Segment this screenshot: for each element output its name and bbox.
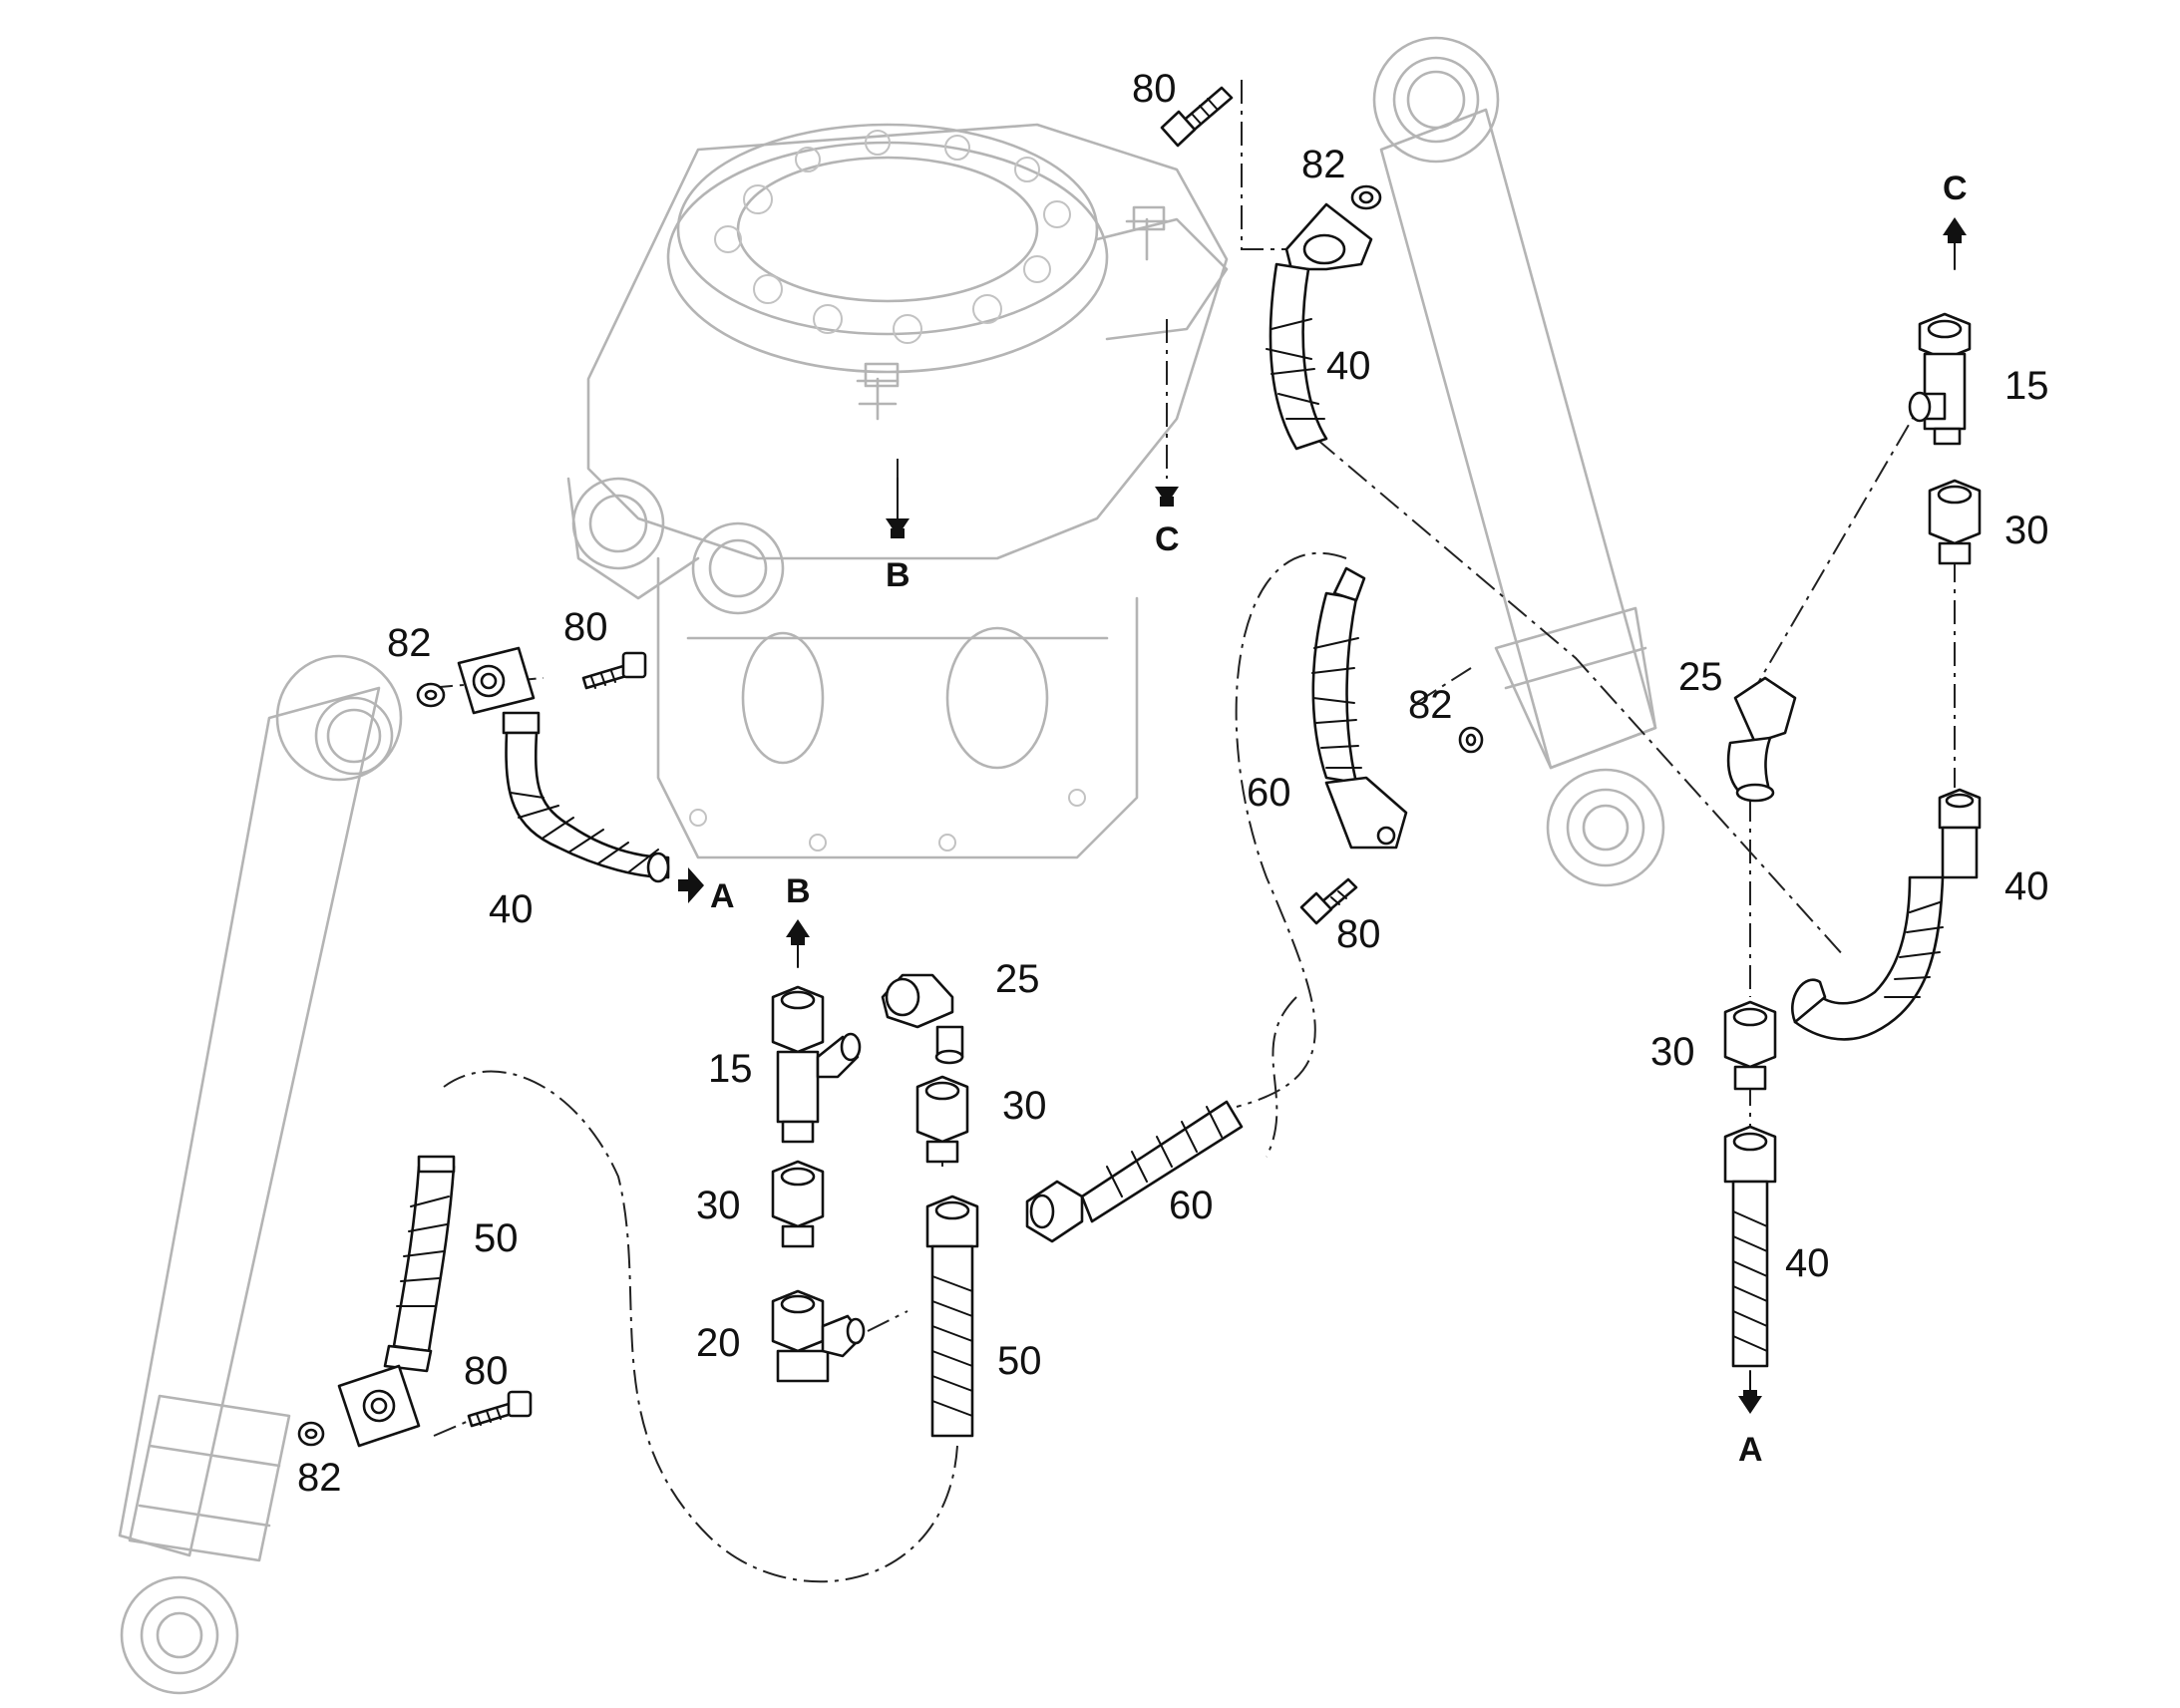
hose-40-top (1266, 202, 1373, 451)
callout-25-right: 25 (1678, 655, 1723, 699)
hose-60-mid (1311, 566, 1408, 850)
routing-lines (428, 80, 1956, 1583)
ref-a-right: A (1738, 1431, 1763, 1469)
callout-80-top: 80 (1132, 67, 1177, 111)
nut-30-right-low (1723, 1000, 1777, 1091)
right-cylinder-ghost (1372, 36, 1665, 887)
ref-arrow-b-center (786, 919, 810, 968)
callout-80-left: 80 (563, 605, 608, 649)
ref-arrow-b-top (886, 478, 909, 538)
washer-82-bottom (297, 1421, 325, 1447)
callout-40-left: 40 (489, 887, 534, 931)
ref-arrow-a-right (1738, 1370, 1762, 1414)
callout-30-right-low: 30 (1650, 1030, 1695, 1074)
callout-50-center: 50 (997, 1339, 1042, 1383)
ref-arrow-a-left (678, 867, 704, 903)
elbow-25-right (1726, 676, 1797, 803)
ref-a-left: A (710, 877, 735, 915)
callout-82-top: 82 (1301, 143, 1346, 186)
bolt-80-bottom (467, 1390, 533, 1428)
tee-15-right (1908, 312, 1972, 446)
ref-c-top: C (1155, 520, 1180, 558)
flange-hose-40-left (457, 646, 670, 883)
washer-82-top (1350, 184, 1382, 210)
hose-50-center (925, 1195, 979, 1438)
ref-c-right: C (1943, 170, 1968, 207)
callout-15-center: 15 (708, 1047, 753, 1091)
callout-40-right: 40 (2004, 864, 2049, 908)
callout-30-center-b: 30 (1002, 1084, 1047, 1128)
callout-60-center: 60 (1169, 1184, 1214, 1227)
callout-82-bottom: 82 (297, 1456, 342, 1500)
ref-arrow-c-right (1943, 217, 1967, 270)
ref-b-center: B (786, 872, 811, 910)
callout-40-top: 40 (1326, 344, 1371, 388)
bolt-80-top (1160, 86, 1234, 148)
callout-80-bottom: 80 (464, 1349, 509, 1393)
callout-82-left: 82 (387, 621, 432, 665)
left-cylinder-ghost (118, 654, 403, 1695)
slewing-housing-ghost (566, 123, 1229, 859)
callout-30-center-a: 30 (696, 1184, 741, 1227)
callout-30-right: 30 (2004, 509, 2049, 552)
nut-30-center-a (771, 1160, 825, 1248)
nut-30-center-b (915, 1075, 969, 1164)
callout-20-center: 20 (696, 1321, 741, 1365)
callout-50-left: 50 (474, 1216, 519, 1260)
callout-82-mid: 82 (1408, 683, 1453, 727)
callout-40-right-low: 40 (1785, 1241, 1830, 1285)
hose-60-center (1025, 1100, 1244, 1243)
ref-arrow-c-top (1155, 487, 1179, 507)
elbow-20-center (771, 1289, 866, 1383)
washer-82-left (416, 682, 446, 708)
bolt-80-mid (1299, 877, 1358, 925)
hose-40-right (1791, 788, 1982, 1041)
callout-80-mid: 80 (1336, 912, 1381, 956)
hose-50-left (337, 1155, 456, 1448)
washer-82-mid (1458, 726, 1484, 754)
bolt-80-left (581, 651, 647, 690)
tee-15-center (771, 985, 862, 1144)
ref-b-top: B (886, 556, 910, 594)
nut-30-right (1928, 479, 1982, 565)
callout-15-right: 15 (2004, 364, 2049, 408)
hose-40-right-low (1723, 1125, 1777, 1368)
elbow-25-center (881, 973, 964, 1065)
callout-60-mid: 60 (1247, 771, 1291, 815)
callout-25-center: 25 (995, 957, 1040, 1001)
